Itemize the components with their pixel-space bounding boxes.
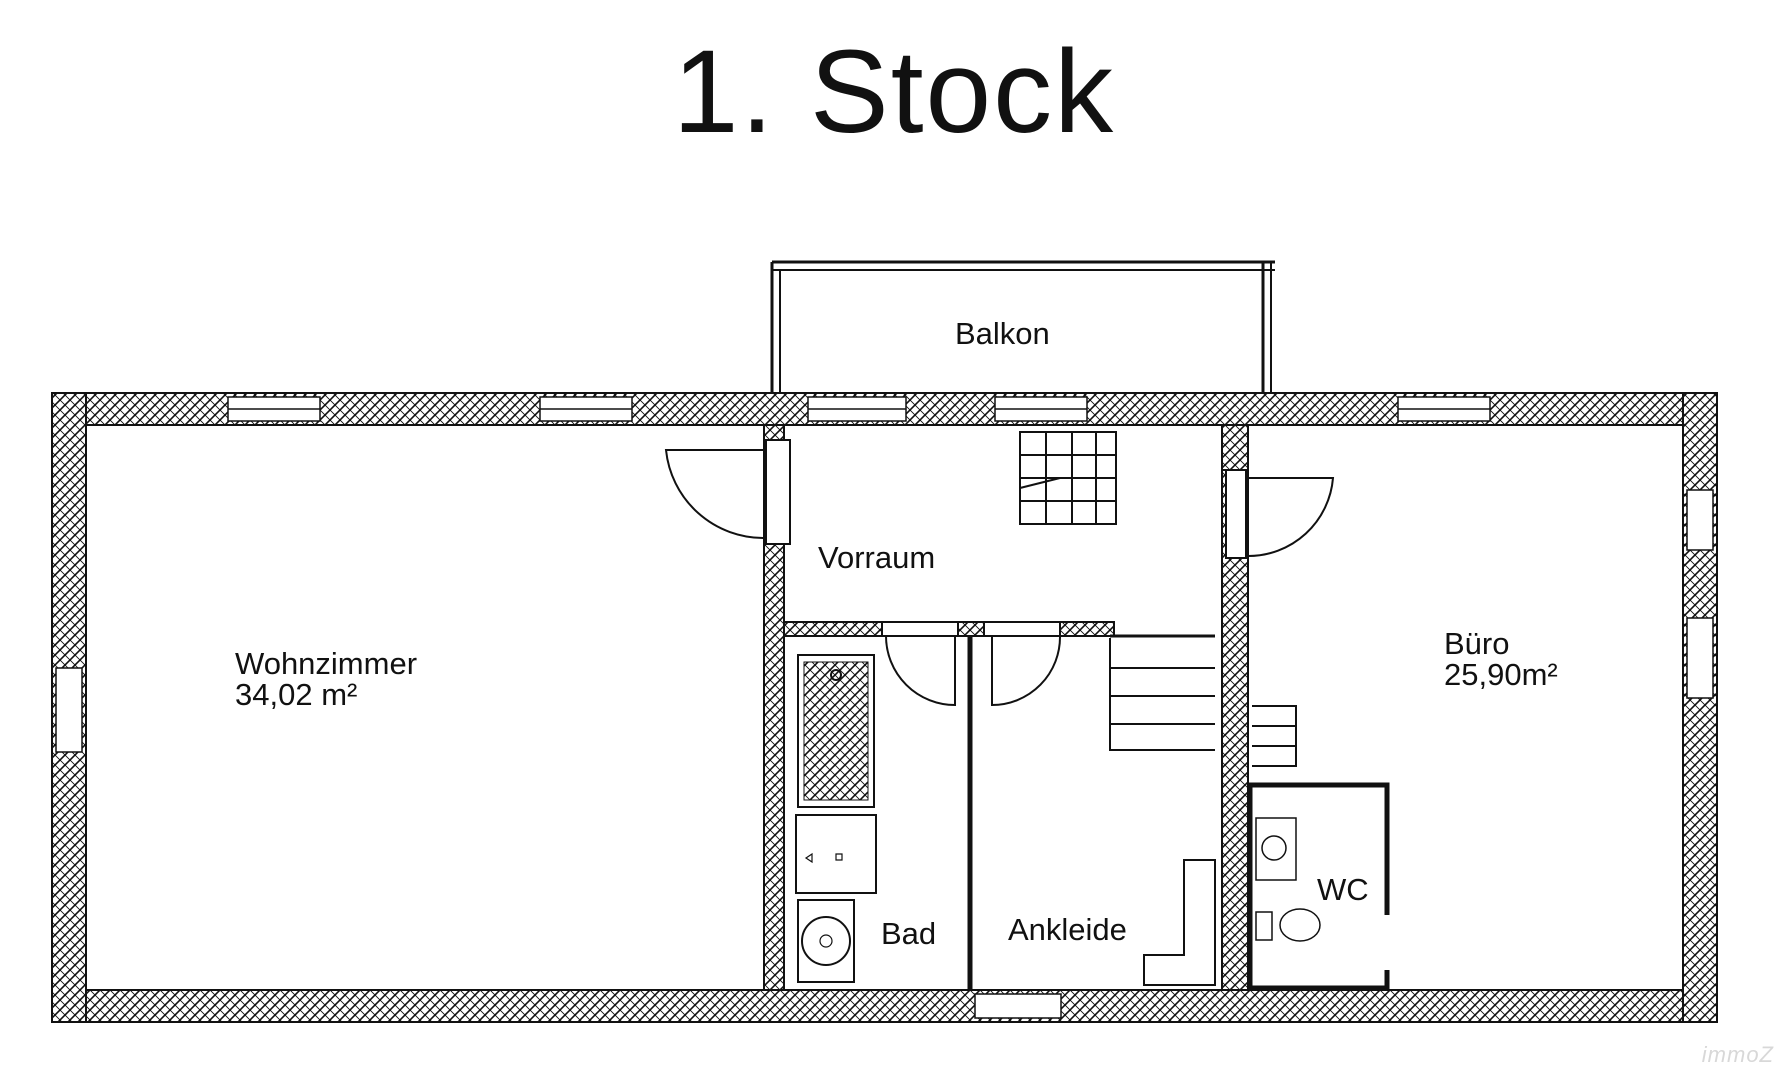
stairs [1019, 431, 1297, 767]
bathroom-fixtures [795, 654, 1216, 986]
partitions [967, 634, 1215, 990]
balcony [770, 260, 1275, 395]
room-label-vorraum: Vorraum [818, 540, 936, 575]
room-label-bad: Bad [881, 916, 937, 951]
doors [664, 439, 1335, 707]
watermark: immoZ [1701, 1042, 1774, 1067]
room-label-balkon: Balkon [955, 316, 1050, 351]
room-label-ankleide: Ankleide [1008, 912, 1127, 947]
room-name: Wohnzimmer [235, 646, 418, 681]
room-name: Büro [1444, 626, 1510, 661]
wc-room [1247, 782, 1390, 991]
room-label-wohnzimmer: Wohnzimmer 34,02 m² [235, 648, 417, 710]
windows [55, 396, 1714, 1019]
floor-title: 1. Stock [672, 26, 1116, 158]
room-area: 25,90m² [1444, 657, 1558, 692]
room-label-buero: Büro 25,90m² [1444, 628, 1558, 690]
room-label-wc: WC [1317, 872, 1369, 907]
room-area: 34,02 m² [235, 677, 358, 712]
